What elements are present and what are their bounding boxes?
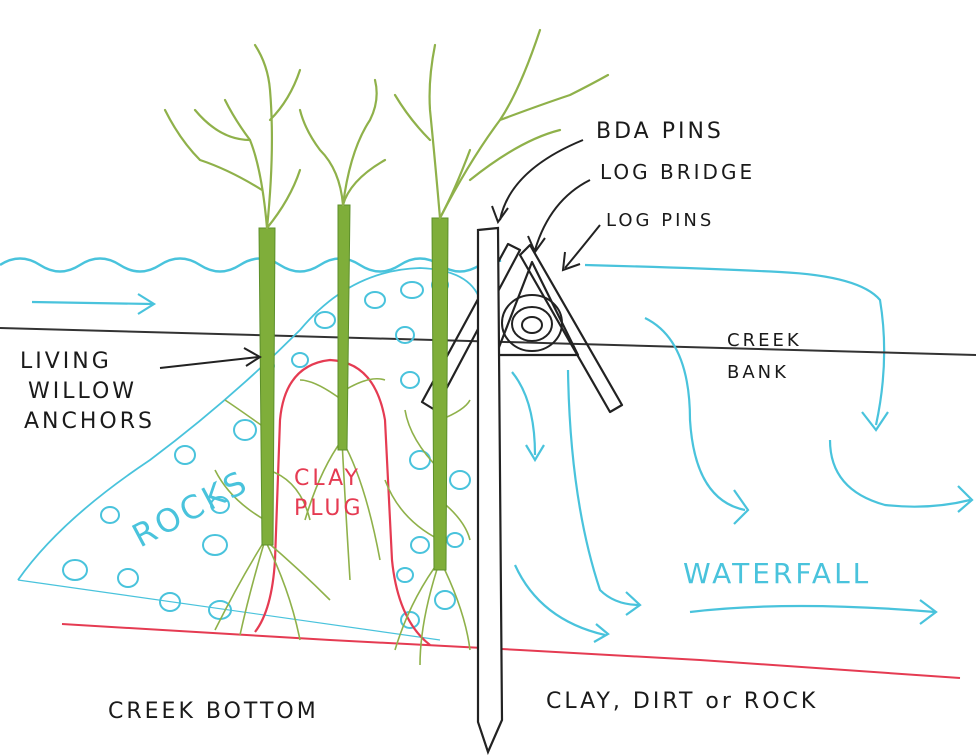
log-end-rings [501,294,563,352]
log-bridge-frame [420,242,624,414]
label-clay-1: CLAY [294,466,361,491]
flow-arrow-head-right [861,411,889,432]
label-creek-bottom: CREEK BOTTOM [108,699,319,724]
label-living-2: WILLOW [28,379,137,404]
label-substrate: CLAY, DIRT or ROCK [546,689,818,714]
label-living-1: LIVING [20,349,112,374]
label-creek-bank-1: CREEK [727,330,802,351]
creek-bottom-line [61,623,961,679]
rock-mound-bottom [17,579,441,641]
label-pointers [159,139,601,369]
rock-stones [62,277,471,629]
label-log-bridge: LOG BRIDGE [600,160,755,184]
flow-arrow-left [31,293,157,315]
waterfall-arrows [511,317,974,643]
label-creek-bank-2: BANK [727,362,789,383]
willow-branches [163,28,610,230]
willow-trunks [258,204,449,571]
bda-pin-post [476,226,504,755]
label-waterfall: WATERFALL [683,557,871,590]
water-surface-line-right [584,263,886,426]
label-clay-2: PLUG [294,496,364,521]
label-log-pins: LOG PINS [606,210,714,231]
label-living-3: ANCHORS [24,409,155,434]
water-surface-line [0,256,502,273]
clay-plug-outline [254,358,431,646]
label-rocks: ROCKS [126,462,255,555]
label-bda-pins: BDA PINS [596,119,724,144]
